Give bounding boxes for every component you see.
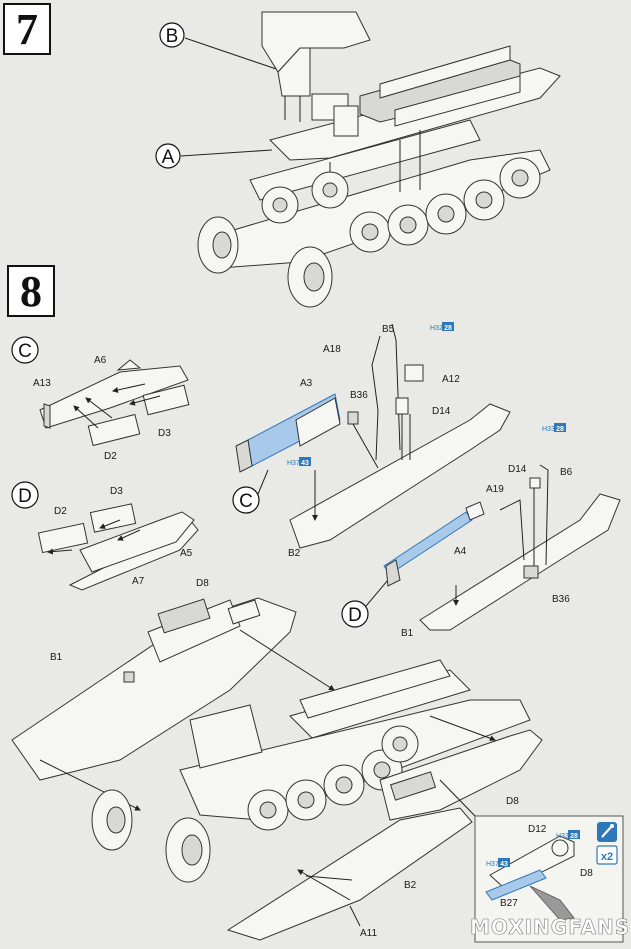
label-a19: A19 [486, 484, 504, 495]
callout-b-circle [159, 22, 185, 48]
fender-b2-main [226, 807, 473, 941]
step7-hull [199, 45, 561, 269]
step-7: 7 B A [3, 3, 561, 308]
label-b5: B5 [382, 324, 395, 335]
label-d2-lower: D2 [54, 506, 67, 517]
detail-inset: D12 D8 B27 H37 43 H33 28 x2 [439, 779, 624, 943]
svg-text:H33: H33 [542, 426, 555, 433]
label-a6: A6 [94, 355, 107, 366]
step8-side-d: D B6 D14 A19 A4 B36 B1 H33 28 [341, 423, 621, 639]
svg-text:H33: H33 [556, 833, 569, 840]
fender-d8-right [379, 729, 543, 821]
step-8: 8 [7, 265, 55, 317]
subassembly-d-circle-label: D [18, 486, 32, 507]
label-d3-lower: D3 [110, 486, 123, 497]
label-b2-main: B2 [404, 880, 417, 891]
label-b36: B36 [350, 390, 368, 401]
main-front-wheels [91, 789, 211, 883]
svg-text:28: 28 [570, 833, 578, 840]
main-assembly: D8 B1 D8 B2 A11 [11, 578, 543, 941]
svg-text:28: 28 [556, 426, 564, 433]
svg-text:H37: H37 [486, 861, 499, 868]
label-b6: B6 [560, 467, 573, 478]
side-d-circle [341, 600, 369, 628]
subassembly-d-circle [11, 481, 39, 509]
multiply-badge: x2 [596, 845, 618, 865]
svg-text:28: 28 [444, 325, 452, 332]
main-road-wheels [247, 725, 419, 831]
subassembly-c-circle-label: C [18, 341, 32, 362]
inset-paint-ref-h33: H33 28 [556, 830, 580, 840]
callout-a-circle [155, 143, 181, 169]
svg-text:x2: x2 [601, 851, 613, 863]
label-a13: A13 [33, 378, 51, 389]
paint-ref-h32: H32 28 [430, 322, 454, 332]
step8-side-c: C B5 A18 A12 A3 B36 D14 B2 H32 28 H37 43 [232, 322, 511, 559]
label-a7: A7 [132, 576, 145, 587]
fender-plate-b2 [289, 403, 511, 549]
label-d14-lower: D14 [508, 464, 527, 475]
label-d2: D2 [104, 451, 117, 462]
watermark: MOXINGFANS.COM [470, 915, 631, 939]
label-b1-main: B1 [50, 652, 63, 663]
label-d3: D3 [158, 428, 171, 439]
fender-plate-b1 [419, 493, 621, 631]
step-8-number: 8 [20, 267, 42, 316]
paint-ref-h33: H33 28 [542, 423, 566, 433]
subassembly-c-circle [11, 336, 39, 364]
inset-paint-ref-h37: H37 43 [486, 858, 510, 868]
label-b36-lower: B36 [552, 594, 570, 605]
subassembly-d: D D3 D2 A5 A7 [11, 481, 199, 591]
subassembly-c: C A6 A13 D2 D3 [11, 336, 190, 462]
inset-label-d12: D12 [528, 824, 547, 835]
inset-b27-highlight [485, 869, 547, 901]
label-b1: B1 [401, 628, 414, 639]
inset-label-d8: D8 [580, 868, 593, 879]
label-a18: A18 [323, 344, 341, 355]
label-d8-top: D8 [196, 578, 209, 589]
label-a5: A5 [180, 548, 193, 559]
inset-label-b27: B27 [500, 898, 518, 909]
step7-front-wheels [197, 216, 333, 308]
label-a11: A11 [360, 928, 377, 939]
svg-text:43: 43 [301, 460, 309, 467]
paint-ref-h37: H37 43 [287, 457, 311, 467]
step-7-box [3, 3, 51, 55]
step7-road-wheels [261, 157, 541, 253]
label-d8-right: D8 [506, 796, 519, 807]
step-8-box [7, 265, 55, 317]
label-a3: A3 [300, 378, 313, 389]
seat-part-b [261, 11, 371, 122]
callout-a-label: A [162, 147, 175, 168]
callout-b-leader [184, 37, 286, 73]
label-a12: A12 [442, 374, 460, 385]
label-b2: B2 [288, 548, 301, 559]
svg-text:H32: H32 [430, 325, 443, 332]
side-c-circle [232, 486, 260, 514]
svg-text:H37: H37 [287, 460, 300, 467]
label-d14: D14 [432, 406, 451, 417]
step-7-number: 7 [16, 5, 38, 54]
svg-text:43: 43 [500, 861, 508, 868]
label-a4: A4 [454, 546, 467, 557]
paint-brush-icon [597, 822, 617, 842]
side-d-circle-label: D [348, 605, 362, 626]
side-c-circle-label: C [239, 491, 253, 512]
callout-b-label: B [166, 26, 179, 47]
callout-a-leader [180, 149, 273, 157]
